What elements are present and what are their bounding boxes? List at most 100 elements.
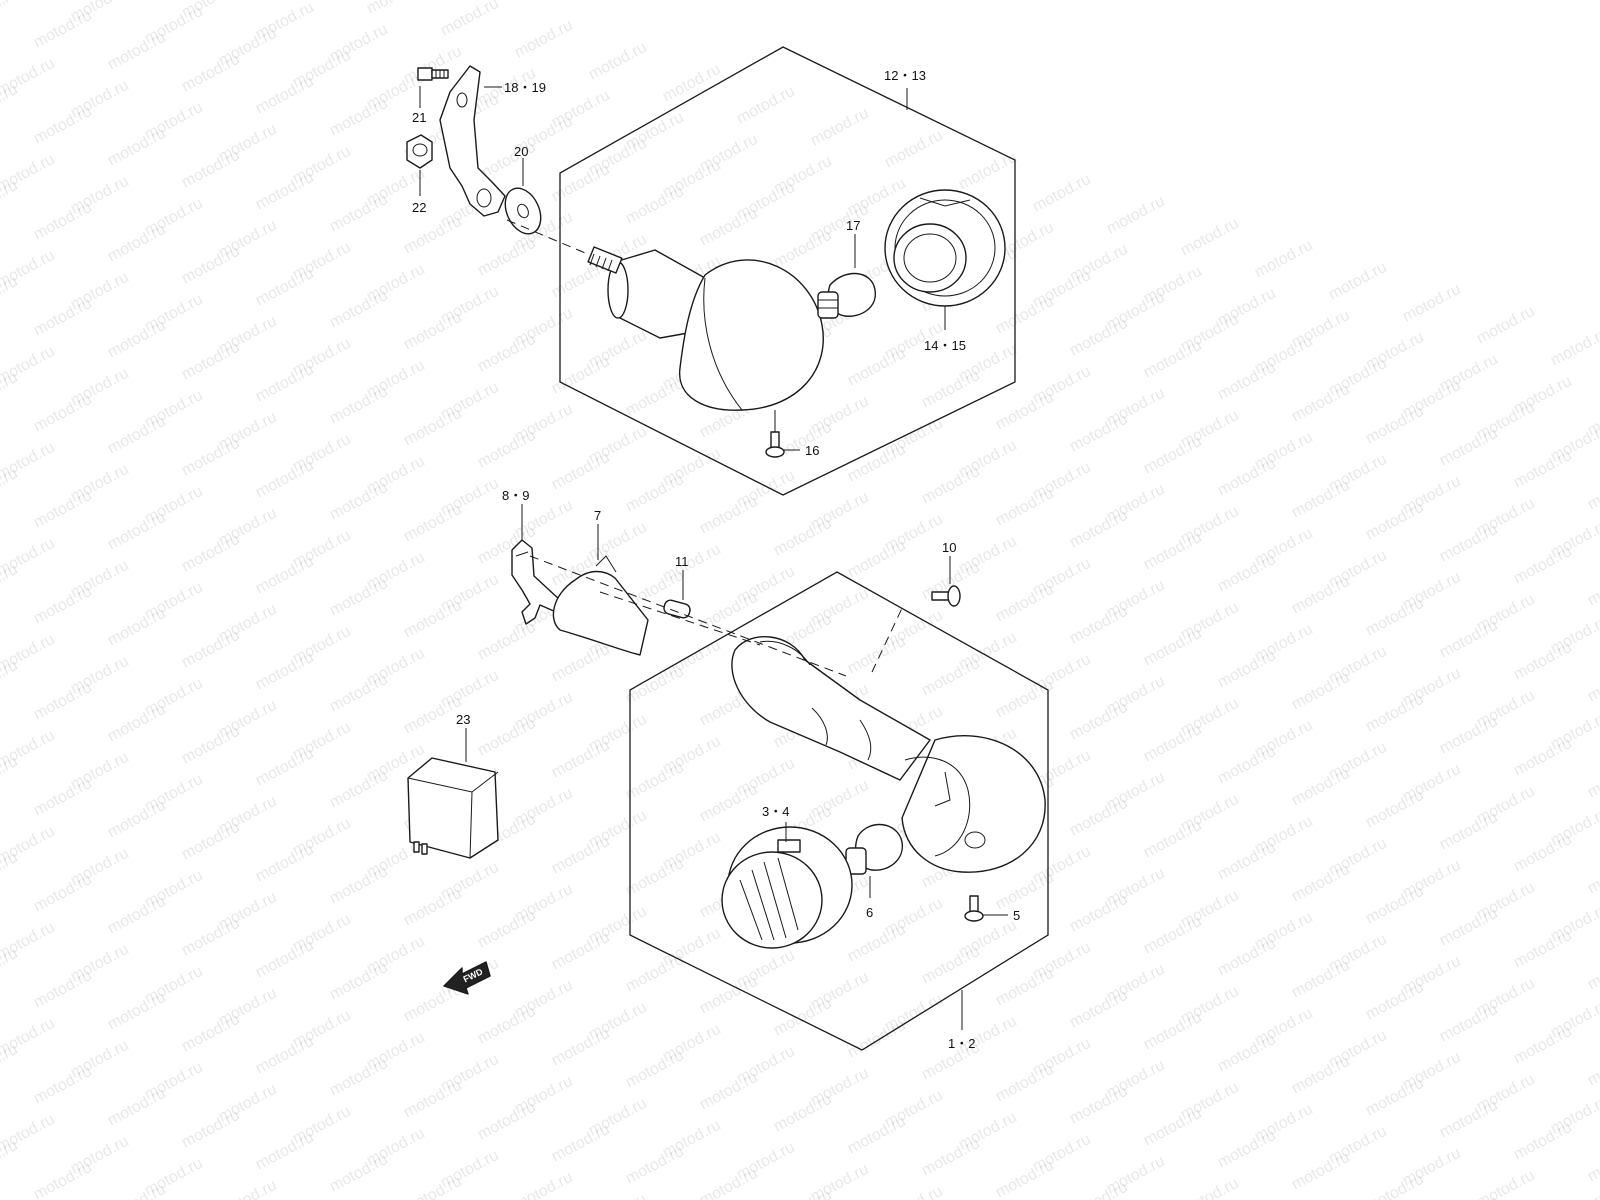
watermark-text: motod.ru <box>31 967 95 1012</box>
watermark-text: motod.ru <box>31 679 95 724</box>
watermark-text: motod.ru <box>31 1159 95 1200</box>
watermark-text: motod.ru <box>475 619 539 664</box>
watermark-text: motod.ru <box>549 1121 613 1166</box>
watermark-text: motod.ru <box>1252 237 1316 282</box>
label-3-4: 3・4 <box>762 804 789 819</box>
watermark-text: motod.ru <box>327 479 391 524</box>
watermark-text: motod.ru <box>1067 795 1131 840</box>
watermark-text: motod.ru <box>1215 935 1279 980</box>
watermark-text: motod.ru <box>475 907 539 952</box>
watermark-text: motod.ru <box>1585 661 1600 706</box>
watermark-text: motod.ru <box>623 1143 687 1188</box>
watermark-text: motod.ru <box>993 581 1057 626</box>
watermark-text: motod.ru <box>1585 565 1600 610</box>
watermark-text: motod.ru <box>1511 831 1575 876</box>
watermark-text: motod.ru <box>475 427 539 472</box>
watermark-text: motod.ru <box>623 951 687 996</box>
watermark-text: motod.ru <box>1437 1097 1501 1142</box>
watermark-text: motod.ru <box>1437 617 1501 662</box>
watermark-text: motod.ru <box>549 1025 613 1070</box>
watermark-text: motod.ru <box>1511 639 1575 684</box>
watermark-text: motod.ru <box>1363 979 1427 1024</box>
bulb-part-17 <box>817 272 876 319</box>
watermark-text: motod.ru <box>475 1195 539 1200</box>
watermark-text: motod.ru <box>586 1191 650 1200</box>
label-5: 5 <box>1013 908 1020 923</box>
assembly-frame-upper <box>559 46 1016 496</box>
watermark-text: motod.ru <box>1215 1127 1279 1172</box>
watermark-text: motod.ru <box>327 191 391 236</box>
watermark-text: motod.ru <box>697 493 761 538</box>
front-turn-signal-assembly <box>629 571 1049 1051</box>
spacer-part-11 <box>663 599 691 619</box>
watermark-text: motod.ru <box>1067 411 1131 456</box>
watermark-text: motod.ru <box>364 0 428 18</box>
watermark-text: motod.ru <box>1215 839 1279 884</box>
watermark-text: motod.ru <box>179 723 243 768</box>
watermark-text: motod.ru <box>253 265 317 310</box>
watermark-text: motod.ru <box>1363 883 1427 928</box>
watermark-text: motod.ru <box>1178 215 1242 260</box>
watermark-text: motod.ru <box>919 1135 983 1180</box>
watermark-text: motod.ru <box>1585 1141 1600 1186</box>
watermark-text: motod.ru <box>1215 551 1279 596</box>
watermark-text: motod.ru <box>327 287 391 332</box>
watermark-text: motod.ru <box>1363 787 1427 832</box>
screw-part-5 <box>964 895 984 922</box>
watermark-text: motod.ru <box>179 147 243 192</box>
watermark-text: motod.ru <box>401 885 465 930</box>
label-16: 16 <box>805 443 819 458</box>
watermark-text: motod.ru <box>1437 1193 1501 1200</box>
watermark-text: motod.ru <box>1141 913 1205 958</box>
label-1-2: 1・2 <box>948 1036 975 1051</box>
watermark-text: motod.ru <box>0 0 21 30</box>
watermark-text: motod.ru <box>697 781 761 826</box>
watermark-text: motod.ru <box>1067 1179 1131 1200</box>
watermark-text: motod.ru <box>1141 1105 1205 1150</box>
watermark-text: motod.ru <box>549 449 613 494</box>
watermark-text: motod.ru <box>1437 809 1501 854</box>
watermark-text: motod.ru <box>623 471 687 516</box>
watermark-text: motod.ru <box>586 39 650 84</box>
watermark-text: motod.ru <box>105 29 169 74</box>
watermark-text: motod.ru <box>179 531 243 576</box>
label-14-15: 14・15 <box>924 338 966 353</box>
watermark-text: motod.ru <box>31 871 95 916</box>
watermark-text: motod.ru <box>105 1085 169 1130</box>
assembly-frame-lower <box>629 571 1049 1051</box>
bracket-part-18-19 <box>439 65 506 217</box>
watermark-text: motod.ru <box>31 199 95 244</box>
watermark-text: motod.ru <box>1104 193 1168 238</box>
watermark-text: motod.ru <box>475 1003 539 1048</box>
watermark-text: motod.ru <box>179 1011 243 1056</box>
watermark-text: motod.ru <box>1067 315 1131 360</box>
watermark-text: motod.ru <box>623 183 687 228</box>
watermark-text: motod.ru <box>771 515 835 560</box>
watermark-text: motod.ru <box>253 361 317 406</box>
screw-part-10 <box>931 585 961 607</box>
watermark-text: motod.ru <box>327 95 391 140</box>
watermark-text: motod.ru <box>1141 529 1205 574</box>
label-12-13: 12・13 <box>884 68 926 83</box>
lens-part-3-4 <box>721 826 853 949</box>
watermark-text: motod.ru <box>919 655 983 700</box>
label-23: 23 <box>456 712 470 727</box>
watermark-text: motod.ru <box>401 1077 465 1122</box>
watermark-text: motod.ru <box>1585 949 1600 994</box>
watermark-text: motod.ru <box>1067 987 1131 1032</box>
watermark-text: motod.ru <box>1289 669 1353 714</box>
watermark-text: motod.ru <box>327 863 391 908</box>
watermark-text: motod.ru <box>327 767 391 812</box>
watermark-text: motod.ru <box>253 1129 317 1174</box>
watermark-text: motod.ru <box>401 597 465 642</box>
watermark-text: motod.ru <box>401 213 465 258</box>
watermark-text: motod.ru <box>1289 1053 1353 1098</box>
watermark-text: motod.ru <box>771 419 835 464</box>
watermark-text: motod.ru <box>1289 381 1353 426</box>
watermark-text: motod.ru <box>549 641 613 686</box>
watermark-text: motod.ru <box>31 487 95 532</box>
watermark-text: motod.ru <box>1326 259 1390 304</box>
watermark-text: motod.ru <box>1067 1083 1131 1128</box>
watermark-text: motod.ru <box>105 317 169 362</box>
